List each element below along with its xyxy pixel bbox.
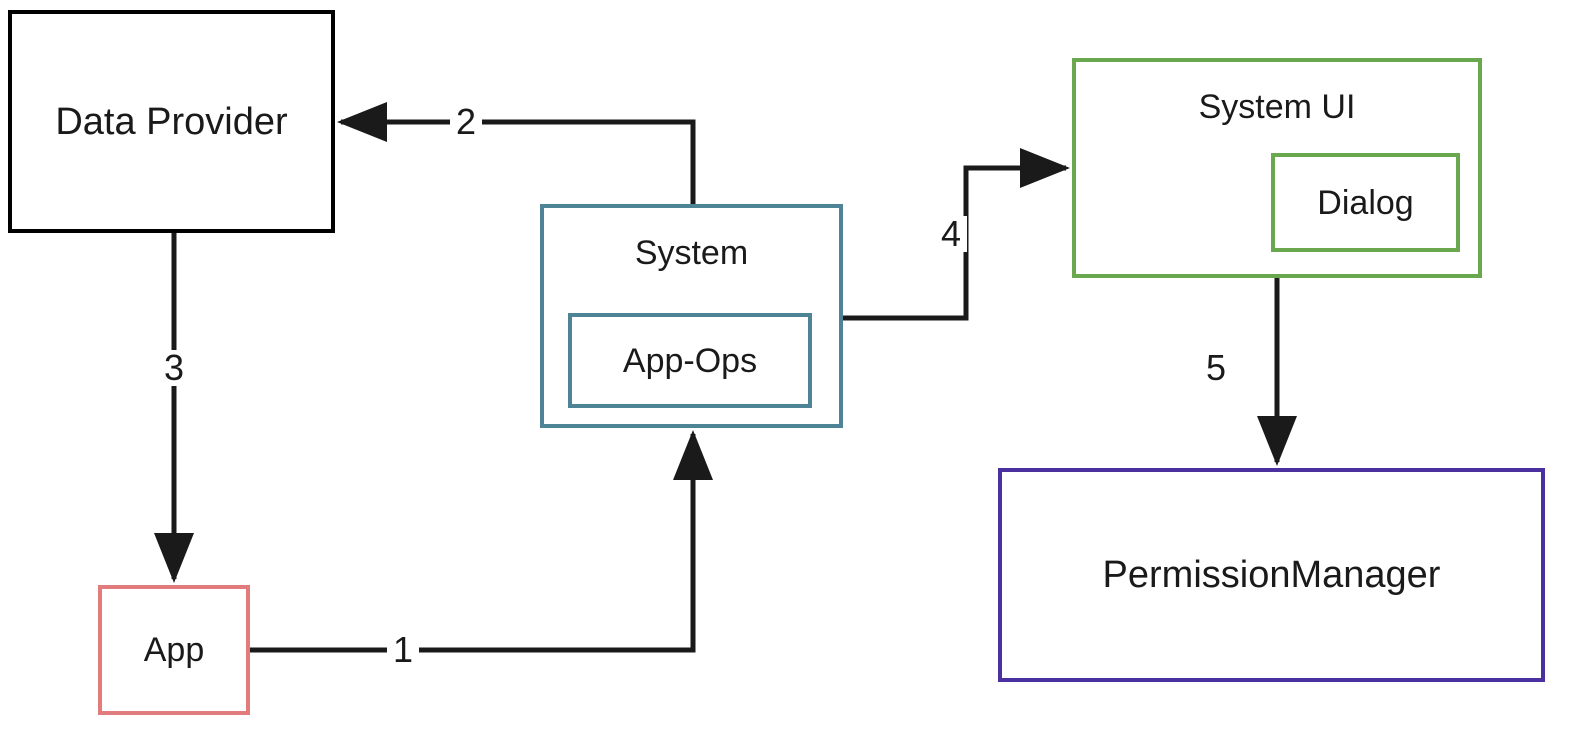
- edge-edge-1: [250, 429, 713, 653]
- node-dialog-label: Dialog: [1317, 184, 1414, 222]
- edge-edge-2: [336, 102, 696, 204]
- node-permission-manager[interactable]: PermissionManager: [998, 468, 1545, 682]
- node-dialog[interactable]: Dialog: [1271, 153, 1460, 252]
- node-data-provider[interactable]: Data Provider: [8, 10, 335, 233]
- node-system-label: System: [634, 234, 749, 272]
- node-system-ui-label: System UI: [1198, 88, 1356, 126]
- node-data-provider-label: Data Provider: [55, 101, 288, 143]
- edge-label-1: 1: [387, 632, 420, 668]
- node-app-ops-label: App-Ops: [622, 342, 758, 380]
- edge-label-3: 3: [158, 350, 191, 386]
- edge-label-4: 4: [935, 216, 968, 252]
- edge-label-2: 2: [450, 104, 483, 140]
- node-permission-manager-label: PermissionManager: [1102, 554, 1441, 596]
- node-app-ops[interactable]: App-Ops: [568, 313, 812, 408]
- node-app-label: App: [143, 631, 205, 669]
- node-app[interactable]: App: [98, 585, 250, 715]
- edge-label-5: 5: [1200, 350, 1233, 386]
